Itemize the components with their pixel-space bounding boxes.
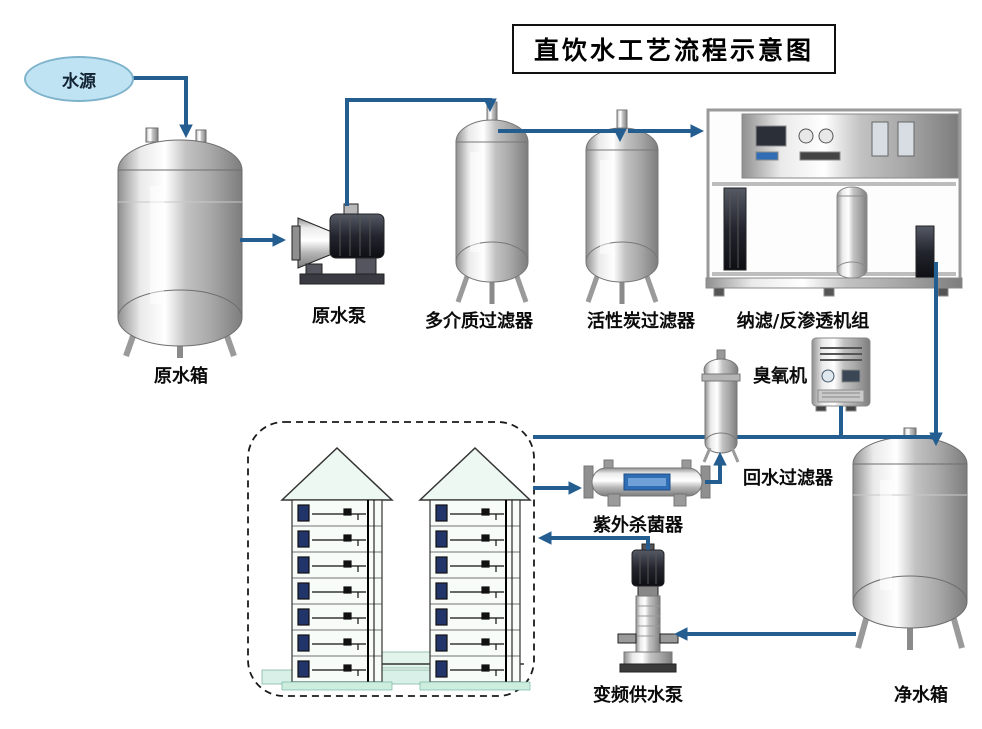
pipe-pump-to-media-filter bbox=[345, 98, 497, 206]
media-filter-graphic bbox=[455, 101, 529, 304]
ozone-generator-graphic bbox=[811, 337, 871, 412]
apartment-building-1 bbox=[281, 447, 393, 691]
apartment-building-2 bbox=[419, 447, 531, 691]
water-source-label: 水源 bbox=[62, 71, 96, 92]
vfd-pump-label: 变频供水泵 bbox=[593, 685, 683, 706]
diagram-title: 直饮水工艺流程示意图 bbox=[512, 24, 837, 74]
raw-water-tank-graphic bbox=[117, 127, 243, 358]
raw-tank-label: 原水箱 bbox=[154, 366, 208, 387]
uv-sterilizer-graphic bbox=[583, 459, 711, 507]
pipe-ozone-to-clean-tank bbox=[839, 406, 936, 439]
carbon-filter-label: 活性炭过滤器 bbox=[587, 311, 695, 332]
pipe-media-to-carbon-filter bbox=[498, 128, 627, 143]
pipes bbox=[129, 76, 943, 641]
pipe-uv-to-return-filter bbox=[705, 451, 727, 484]
pipe-vfd-pump-to-building bbox=[537, 531, 650, 550]
building-dashed-boundary bbox=[247, 421, 535, 697]
media-filter-label: 多介质过滤器 bbox=[425, 311, 533, 332]
raw-pump-label: 原水泵 bbox=[312, 306, 366, 327]
pipe-source-to-raw-tank bbox=[129, 76, 193, 139]
vfd-pump-graphic bbox=[617, 543, 679, 673]
ozone-label: 臭氧机 bbox=[753, 366, 807, 387]
clean-tank-label: 净水箱 bbox=[894, 685, 948, 706]
clean-water-tank-graphic bbox=[852, 427, 968, 650]
raw-water-pump-graphic bbox=[291, 203, 385, 285]
water-source-node: 水源 bbox=[24, 56, 134, 102]
uv-label: 紫外杀菌器 bbox=[593, 515, 683, 536]
ro-unit-label: 纳滤/反渗透机组 bbox=[736, 311, 870, 332]
building-zone-graphic bbox=[247, 421, 535, 697]
return-filter-label: 回水过滤器 bbox=[743, 468, 833, 489]
carbon-filter-graphic bbox=[585, 109, 659, 304]
ro-unit-graphic bbox=[705, 108, 963, 297]
return-filter-graphic bbox=[701, 349, 741, 463]
